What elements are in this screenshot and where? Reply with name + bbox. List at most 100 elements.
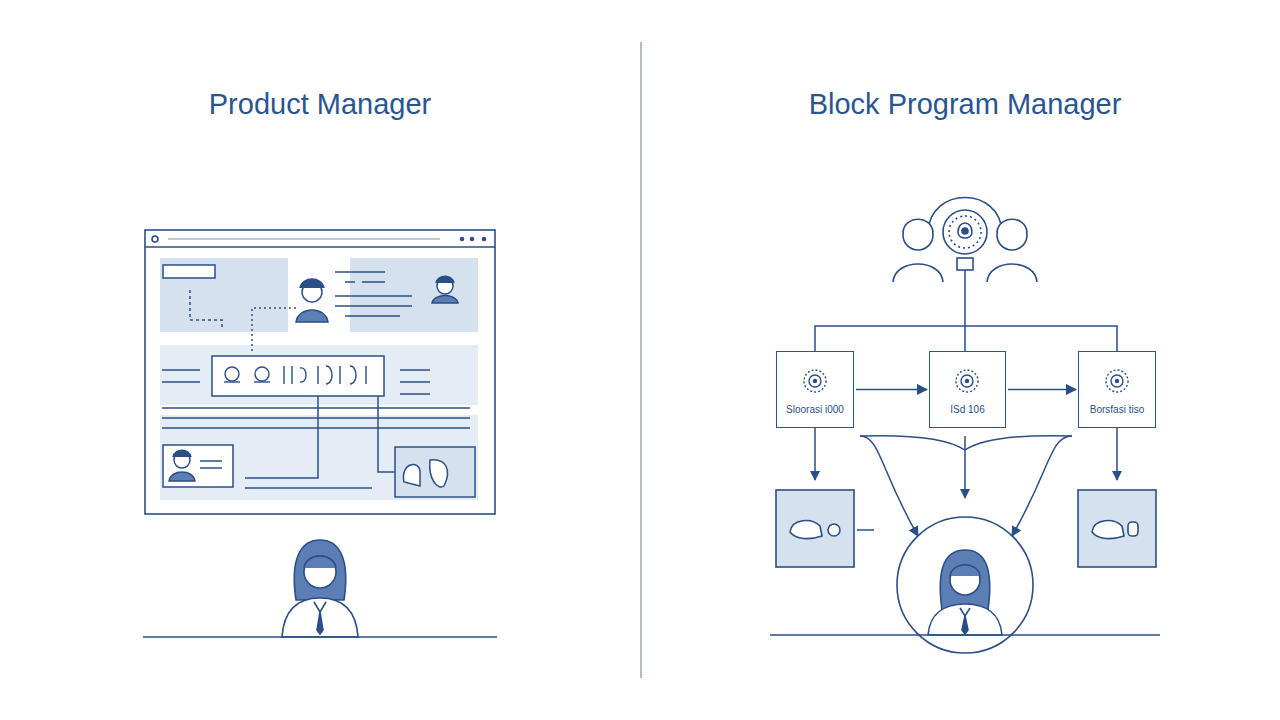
team-group-part <box>987 264 1037 282</box>
page-content-part <box>335 305 412 307</box>
gear-icons-part <box>1116 380 1119 383</box>
program-manager-figure-part <box>950 565 980 576</box>
output-squares-part <box>828 524 840 536</box>
product-manager-figure <box>143 540 497 637</box>
page-content-part <box>212 356 384 396</box>
glyph-row-part <box>225 367 239 381</box>
product-manager-figure-part <box>317 612 323 634</box>
glyph-row-part <box>254 381 270 382</box>
person-icons-part <box>296 310 328 322</box>
gear-icons-part <box>966 380 969 383</box>
product-manager-figure-part <box>304 556 336 588</box>
person-icons-part <box>169 472 195 481</box>
page-content <box>162 265 475 497</box>
person-icons-part <box>200 460 222 462</box>
browser-window-part <box>461 238 464 241</box>
browser-window-part <box>483 238 486 241</box>
gear-icons <box>804 370 1128 392</box>
gear-icons-part <box>956 370 978 392</box>
gear-icons-part <box>804 370 826 392</box>
page-blocks-part <box>160 415 478 500</box>
page-content-part <box>362 281 385 283</box>
org-lines-part <box>964 326 966 351</box>
program-manager-figure <box>770 517 1160 653</box>
team-group <box>893 198 1037 283</box>
page-content-part <box>252 308 296 354</box>
program-manager-figure-part <box>940 550 989 610</box>
page-content-part <box>162 381 200 383</box>
gear-icons-part <box>1106 370 1128 392</box>
person-icons-part <box>432 296 458 304</box>
org-lines-part <box>857 529 874 531</box>
team-group-part <box>958 223 972 238</box>
team-group-part <box>903 220 933 250</box>
team-group-part <box>949 216 981 248</box>
box-label: Borsfasi tiso <box>1090 404 1144 415</box>
org-lines-part <box>815 326 1117 351</box>
page-content-part <box>163 265 215 278</box>
browser-window <box>145 230 495 514</box>
person-icons-part <box>430 460 448 487</box>
glyph-row-part <box>318 366 340 384</box>
org-lines <box>815 270 1117 536</box>
box-label: ISd 106 <box>950 404 984 415</box>
page-blocks-part <box>160 345 478 405</box>
page-content-part <box>378 396 395 472</box>
org-lines-part <box>1116 428 1118 480</box>
panel-title: Product Manager <box>209 88 431 121</box>
browser-window-part <box>152 236 158 242</box>
output-squares-part <box>1128 522 1138 536</box>
process-box: Sloorasi i000 <box>776 351 854 428</box>
browser-window-part <box>145 246 495 248</box>
page-content-part <box>162 369 200 371</box>
flow-arrow <box>856 389 927 391</box>
glyph-row-part <box>350 366 366 384</box>
org-lines-part <box>814 428 816 480</box>
page-content-part <box>162 417 470 419</box>
program-manager-figure-part <box>897 517 1033 653</box>
program-manager-figure-part <box>960 608 970 616</box>
person-icons-part <box>200 467 222 469</box>
product-manager-figure-part <box>304 556 336 568</box>
page-content-part <box>400 369 430 371</box>
program-manager-figure-part <box>928 604 1002 635</box>
box-label: Sloorasi i000 <box>786 404 844 415</box>
product-manager-figure-part <box>314 602 326 612</box>
process-box: ISd 106 <box>929 351 1006 428</box>
program-manager-figure-part <box>962 616 968 634</box>
person-icons <box>169 276 458 487</box>
product-manager-figure-part <box>294 540 345 600</box>
person-icons-part <box>436 276 454 283</box>
gear-icons-part <box>814 380 817 383</box>
page-content-part <box>335 295 412 297</box>
output-squares-part <box>1078 490 1156 567</box>
org-lines-part <box>964 436 966 498</box>
team-group-part <box>957 258 973 270</box>
page-content-part <box>400 381 430 383</box>
browser-window-part <box>471 238 474 241</box>
page-content-part <box>345 315 400 317</box>
page-blocks <box>160 258 478 500</box>
team-group-part <box>997 220 1027 250</box>
output-squares-part <box>790 521 822 539</box>
page-blocks-part <box>160 258 288 332</box>
glyph-row-part <box>284 366 306 384</box>
org-lines-part <box>860 436 1072 450</box>
gear-icons-part <box>961 375 973 387</box>
program-manager-figure-part <box>770 634 1160 636</box>
page-content-part <box>335 271 385 273</box>
team-group-part <box>893 264 943 282</box>
glyph-row <box>224 366 366 384</box>
output-squares-part <box>1092 521 1124 539</box>
panel-title: Block Program Manager <box>809 88 1122 121</box>
team-group-part <box>903 219 933 232</box>
page-content-part <box>395 447 475 497</box>
page-content-part <box>163 445 233 487</box>
person-icons-part <box>173 450 191 457</box>
browser-window-part <box>168 239 440 240</box>
glyph-row-part <box>224 381 240 382</box>
page-content-part <box>162 427 470 429</box>
org-lines-part <box>964 270 966 326</box>
output-squares-part <box>776 490 854 567</box>
flow-arrow <box>1008 389 1076 391</box>
